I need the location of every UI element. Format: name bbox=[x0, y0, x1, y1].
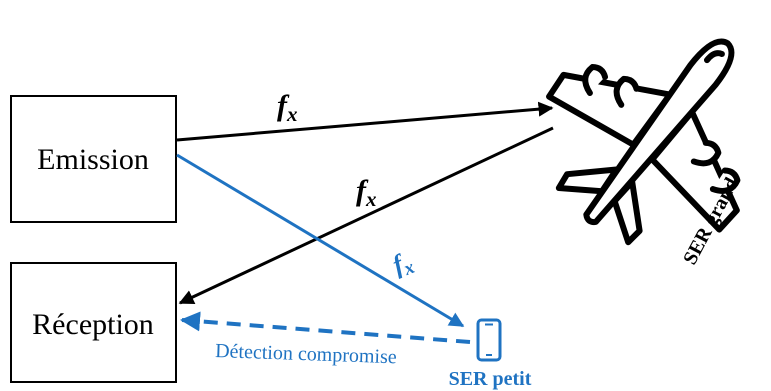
phone-signal-arrow bbox=[176, 153, 465, 328]
compromised-return-arrow bbox=[180, 311, 471, 344]
compromised-detection-label: Détection compromise bbox=[215, 340, 397, 368]
rx-frequency-label: fx bbox=[356, 174, 377, 211]
reception-label: Réception bbox=[32, 308, 154, 341]
emission-box: Emission bbox=[10, 95, 177, 223]
smartphone-icon bbox=[476, 318, 502, 362]
rx-signal-arrow bbox=[178, 126, 554, 305]
ser-small-label: SER petit bbox=[449, 368, 532, 390]
airplane-icon bbox=[546, 38, 741, 246]
tx-frequency-label: fx bbox=[277, 89, 298, 126]
phone-frequency-label: fx bbox=[388, 246, 418, 284]
tx-signal-arrow bbox=[176, 101, 554, 142]
emission-label: Emission bbox=[37, 143, 149, 176]
reception-box: Réception bbox=[10, 262, 177, 383]
